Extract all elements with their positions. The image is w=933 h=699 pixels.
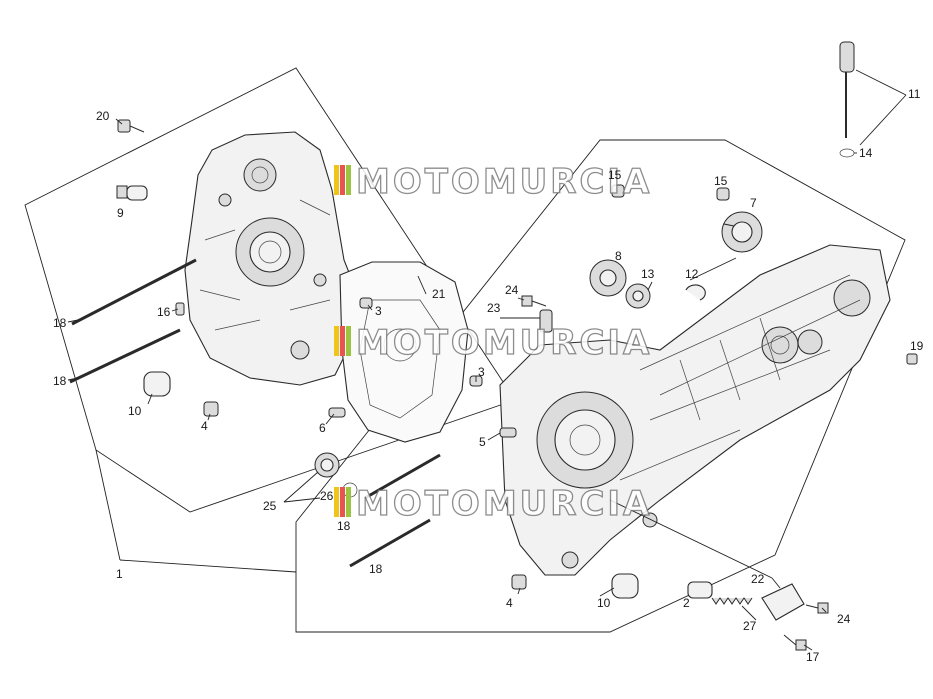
part-label: 25 [263,499,277,513]
watermark-middle: MOTOMURCIA [334,322,652,364]
part-label: 12 [685,267,699,281]
part-label: 1 [116,567,123,581]
part-label: 21 [432,287,446,301]
part-label: 5 [479,435,486,449]
part-label: 17 [806,650,820,664]
part-label: 22 [751,572,765,586]
bolt-20 [117,119,145,133]
part-label: 16 [157,305,171,319]
part-label: 20 [96,109,110,123]
part-label: 15 [714,174,728,188]
part-label: 8 [615,249,622,263]
right-crankcase-half [499,244,891,576]
part-label: 19 [910,339,924,353]
watermark-text: MOTOMURCIA [356,162,652,202]
part-label: 26 [320,489,334,503]
part-label: 3 [478,365,485,379]
left-crankcase-half [184,131,361,386]
part-label: 18 [337,519,351,533]
part-label: 27 [743,619,757,633]
part-label: 14 [859,146,873,160]
part-label: 4 [506,596,513,610]
part-label: 18 [53,374,67,388]
part-label: 15 [608,168,622,182]
part-label: 11 [908,87,921,101]
part-label: 10 [597,596,611,610]
watermark-text: MOTOMURCIA [356,484,652,524]
part-label: 18 [53,316,67,330]
group-frames [24,67,906,633]
part-label: 3 [375,304,382,318]
part-label: 10 [128,404,142,418]
part-label: 23 [487,301,501,315]
watermark-top: MOTOMURCIA [334,161,652,203]
part-label: 18 [369,562,383,576]
leader-lines [67,69,907,651]
part-label: 24 [505,283,519,297]
watermark-text: MOTOMURCIA [356,323,652,363]
part-label: 9 [117,206,124,220]
watermark-bottom: MOTOMURCIA [334,483,652,525]
small-parts [69,41,918,651]
part-label: 2 [683,596,690,610]
plug-9 [116,185,148,201]
part-labels: 20 9 18 16 18 10 4 21 3 3 6 25 26 18 18 … [53,87,924,664]
part-label: 13 [641,267,655,281]
part-label: 6 [319,421,326,435]
part-label: 7 [750,196,757,210]
part-label: 24 [837,612,851,626]
part-label: 4 [201,419,208,433]
